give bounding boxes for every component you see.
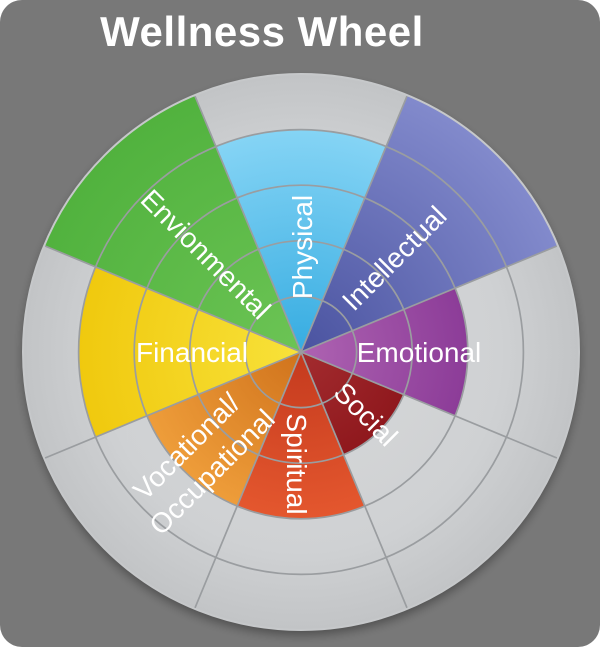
sector-divider-2 (300, 244, 559, 353)
ring-gridline-2 (188, 239, 414, 465)
sector-divider-3 (300, 351, 559, 460)
sector-divider-6 (43, 351, 302, 460)
wheel-rim (22, 73, 580, 631)
sector-divider-5 (193, 351, 302, 610)
wedge-vocational-occupational (146, 352, 301, 507)
segment-label-physical: Physical (287, 195, 318, 299)
ring-gridline-4 (77, 128, 525, 576)
sector-divider-1 (300, 94, 409, 353)
wedge-spiritual (237, 352, 365, 519)
chart-title: Wellness Wheel (100, 8, 424, 55)
wedge-intellectual (301, 95, 558, 352)
sector-divider-0 (193, 94, 302, 353)
wedge-emotional (301, 288, 468, 416)
segment-label-financial: Financial (136, 337, 248, 368)
sector-divider-4 (300, 351, 409, 610)
wedge-environmental (44, 95, 301, 352)
ring-gridline-1 (244, 295, 358, 409)
wedge-social (301, 352, 404, 455)
segment-label-spiritual: Spiritual (281, 413, 312, 514)
sector-divider-7 (43, 244, 302, 353)
segment-label-emotional: Emotional (357, 337, 482, 368)
ring-gridline-3 (133, 184, 469, 520)
